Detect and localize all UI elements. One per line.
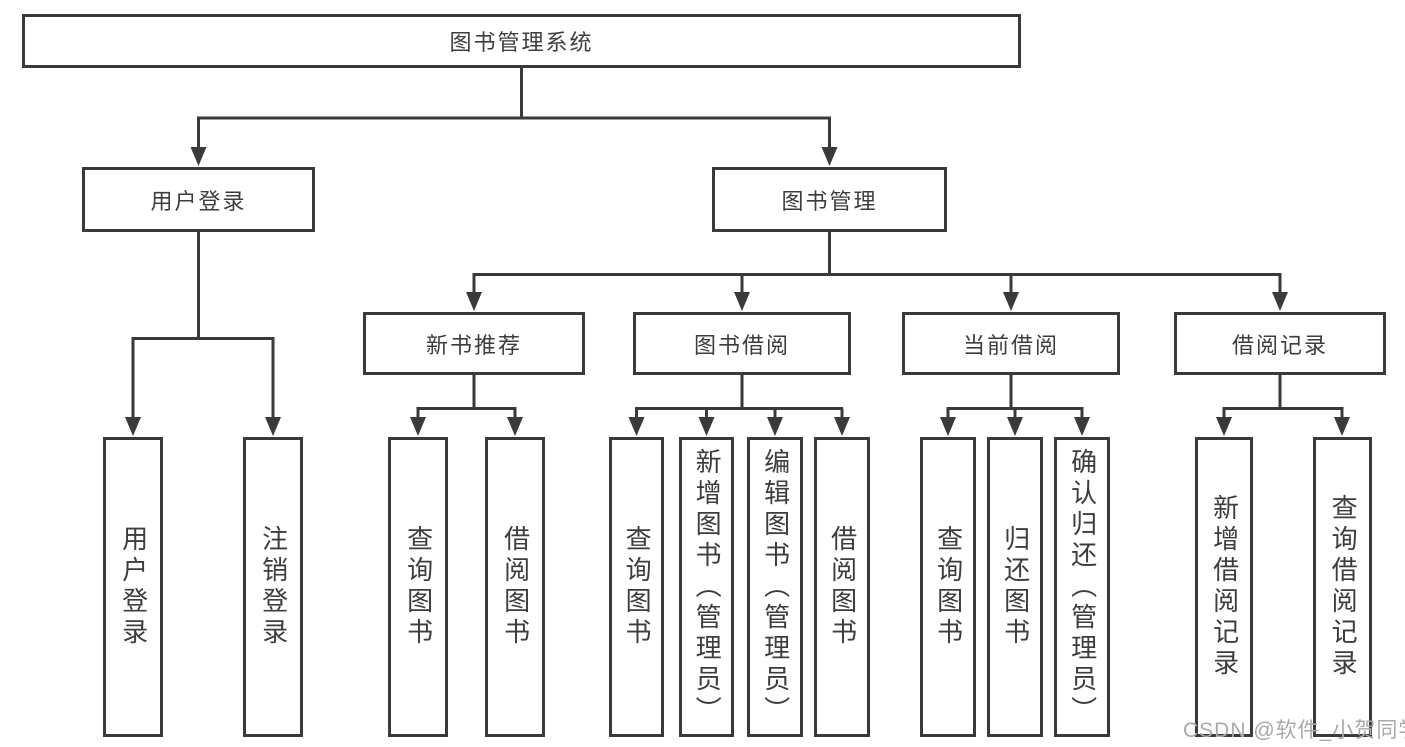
leaf-label: 查询图书: [622, 525, 653, 649]
node-new-book-recommend: 新书推荐: [363, 312, 585, 375]
leaf-label: 借阅图书: [827, 525, 858, 649]
csdn-watermark: CSDN @软件_小贺同学: [1183, 719, 1405, 742]
leaf-return-books: 归还图书: [987, 437, 1043, 737]
leaf-query-books-borrow: 查询图书: [609, 437, 664, 737]
node-label: 用户登录: [150, 188, 247, 214]
node-current-borrowing: 当前借阅: [902, 312, 1120, 375]
leaf-borrow-books: 借阅图书: [814, 437, 870, 737]
leaf-label: 归还图书: [1000, 525, 1031, 649]
leaf-label: 用户登录: [118, 525, 149, 649]
leaf-label: 查询图书: [403, 525, 434, 649]
node-label: 图书管理: [781, 188, 878, 214]
leaf-label: 确认归还（管理员）: [1067, 447, 1098, 727]
leaf-user-login: 用户登录: [103, 437, 163, 737]
node-borrowing-records: 借阅记录: [1174, 312, 1386, 375]
leaf-add-borrow-record: 新增借阅记录: [1195, 437, 1253, 737]
arrowhead-icons: [125, 147, 1350, 436]
leaf-label: 新增图书（管理员）: [692, 447, 723, 727]
node-label: 借阅记录: [1231, 332, 1328, 358]
leaf-label: 注销登录: [258, 525, 289, 649]
leaf-edit-books-admin: 编辑图书（管理员）: [747, 437, 803, 737]
leaf-logout-login: 注销登录: [243, 437, 303, 737]
leaf-add-books-admin: 新增图书（管理员）: [679, 437, 734, 737]
node-label: 图书管理系统: [449, 30, 594, 55]
node-book-management: 图书管理: [712, 167, 947, 232]
node-book-borrowing: 图书借阅: [633, 312, 851, 375]
leaf-label: 新增借阅记录: [1209, 494, 1240, 680]
leaf-label: 查询借阅记录: [1328, 494, 1359, 680]
node-library-system: 图书管理系统: [22, 14, 1021, 68]
leaf-query-books-recommend: 查询图书: [388, 437, 448, 737]
node-label: 新书推荐: [425, 332, 522, 358]
leaf-label: 借阅图书: [500, 525, 531, 649]
leaf-confirm-return-admin: 确认归还（管理员）: [1054, 437, 1110, 737]
leaf-label: 编辑图书（管理员）: [760, 447, 791, 727]
leaf-query-books-current: 查询图书: [920, 437, 976, 737]
leaf-query-borrow-record: 查询借阅记录: [1313, 437, 1372, 737]
node-label: 当前借阅: [962, 332, 1059, 358]
leaf-borrow-books-recommend: 借阅图书: [485, 437, 545, 737]
node-user-login: 用户登录: [82, 167, 315, 232]
node-label: 图书借阅: [693, 332, 790, 358]
leaf-label: 查询图书: [933, 525, 964, 649]
